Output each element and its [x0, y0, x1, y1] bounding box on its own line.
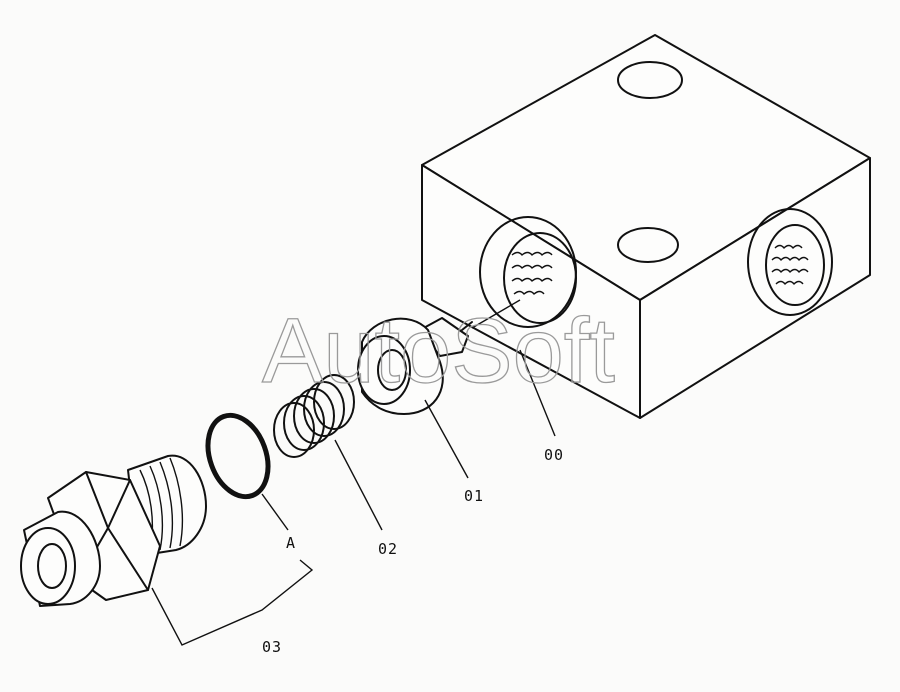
- leader-02: [334, 439, 383, 531]
- spring-coil-5: [313, 374, 355, 430]
- leader-lines: [151, 299, 556, 646]
- leader-01: [424, 399, 469, 479]
- mounting-hole-top: [617, 61, 683, 99]
- spring-coil-1: [273, 402, 315, 458]
- valve-body: [421, 34, 871, 419]
- callout-02: 02: [378, 540, 398, 558]
- poppet-to-port-guide: [471, 299, 521, 329]
- callout-a: A: [286, 534, 296, 552]
- spring: [273, 374, 355, 458]
- spring-coil-2: [283, 395, 325, 451]
- poppet-face: [357, 335, 411, 405]
- leader-00: [519, 349, 556, 437]
- connector-rear-thread: [139, 457, 184, 553]
- valve-body-side-face: [639, 157, 871, 419]
- leader-03-bracket: [151, 559, 314, 646]
- spring-coil-3: [293, 388, 335, 444]
- front-port-thread: [503, 232, 577, 324]
- callout-01: 01: [464, 487, 484, 505]
- side-port-bore: [747, 208, 833, 316]
- callout-03: 03: [262, 638, 282, 656]
- watermark: AutoSoft: [262, 300, 615, 402]
- mounting-hole-front: [617, 227, 679, 263]
- callout-00: 00: [544, 446, 564, 464]
- poppet-bore: [377, 349, 407, 391]
- side-port-thread: [765, 224, 825, 306]
- side-port-thread-lines: [771, 244, 809, 286]
- poppet-tip: [461, 321, 473, 331]
- connector-assembly: [20, 454, 207, 607]
- poppet: [357, 317, 473, 415]
- connector-front-face: [20, 527, 76, 605]
- front-port-thread-lines: [511, 251, 553, 295]
- spring-coil-4: [303, 381, 345, 437]
- o-ring: [205, 412, 271, 500]
- leader-a: [261, 493, 289, 531]
- connector-bore: [37, 543, 67, 589]
